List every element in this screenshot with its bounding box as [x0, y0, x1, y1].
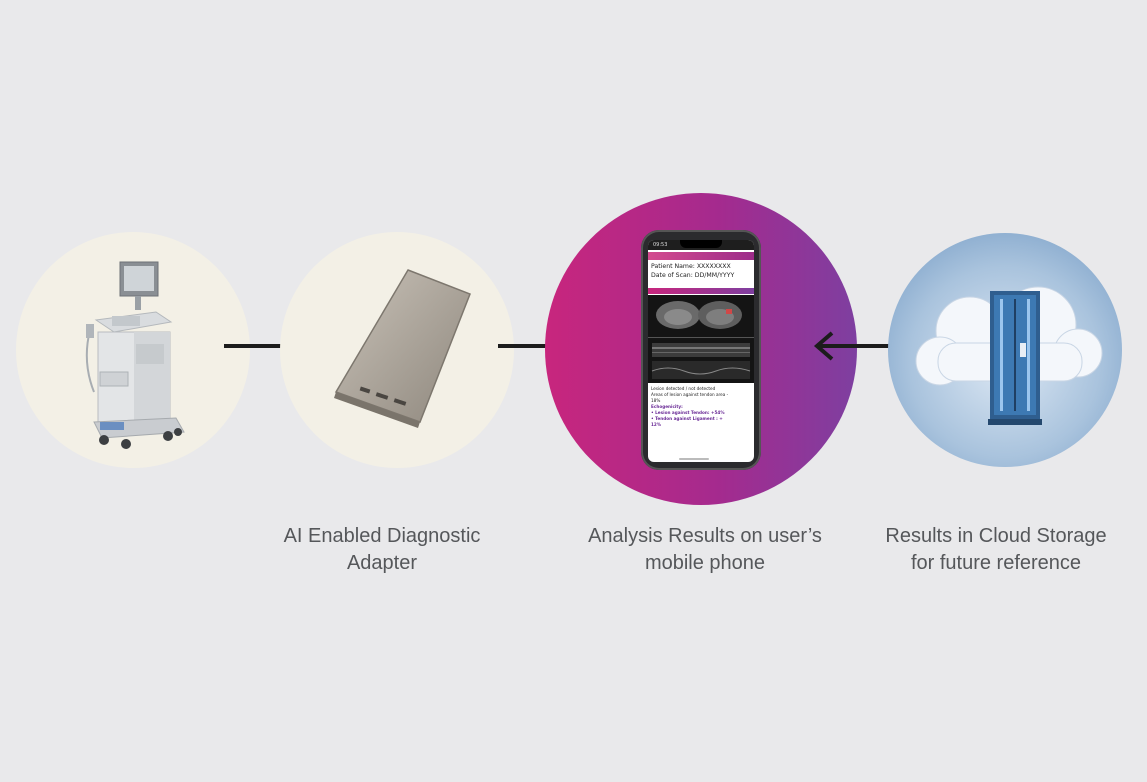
caption-line: Results in Cloud Storage — [885, 525, 1107, 547]
power-bank-adapter-icon — [334, 269, 471, 428]
ultrasound-machine-circle — [16, 232, 250, 468]
scan-image-icon — [648, 295, 754, 383]
caption-mobile-phone: Analysis Results on user’s mobile phone — [570, 523, 840, 577]
ultrasound-machine-icon — [85, 261, 185, 449]
echo-item-2: • Tendon against Ligament : + — [651, 416, 723, 421]
analysis-results: Lesion detected / not detected Areas of … — [651, 386, 753, 428]
caption-line: for future reference — [910, 552, 1082, 574]
result-line-2: Areas of lesion against tendon area - — [651, 392, 729, 397]
result-line-3: 18% — [651, 398, 661, 403]
patient-info: Patient Name: XXXXXXXX Date of Scan: DD/… — [651, 262, 751, 286]
echo-item-1: • Lesion against Tendon: +54% — [651, 410, 725, 415]
caption-line: mobile phone — [644, 552, 766, 574]
phone-screen: 09:53 Patient Name: XXXXXXXX Date of Sca… — [648, 240, 754, 462]
cloud-storage-circle — [888, 233, 1122, 467]
echo-item-3: 12% — [651, 422, 662, 427]
caption-line: AI Enabled Diagnostic — [283, 525, 481, 547]
smartphone: 09:53 Patient Name: XXXXXXXX Date of Sca… — [641, 230, 761, 470]
echogenicity-label: Echogenicity: — [651, 404, 683, 409]
caption-line: Adapter — [346, 552, 418, 574]
header-bar — [648, 252, 754, 260]
result-line-1: Lesion detected / not detected — [651, 386, 716, 391]
patient-name: Patient Name: XXXXXXXX — [651, 263, 731, 270]
scan-date: Date of Scan: DD/MM/YYYY — [651, 272, 735, 279]
cloud-server-icon — [915, 286, 1103, 425]
caption-cloud-storage: Results in Cloud Storage for future refe… — [870, 523, 1122, 577]
phone-notch — [680, 240, 722, 248]
divider-bar — [648, 288, 754, 294]
caption-diagnostic-adapter: AI Enabled Diagnostic Adapter — [262, 523, 502, 577]
diagnostic-adapter-circle — [280, 232, 514, 468]
ultrasound-scan-image — [648, 295, 754, 383]
home-indicator — [679, 458, 709, 460]
caption-line: Analysis Results on user’s — [588, 525, 822, 547]
